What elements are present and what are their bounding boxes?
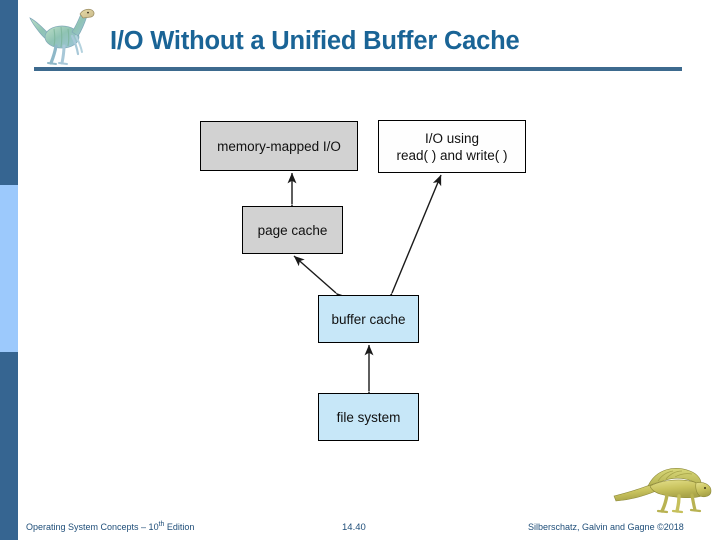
- footer-copyright: Silberschatz, Galvin and Gagne ©2018: [528, 522, 684, 532]
- diagram-box-page-cache: page cache: [242, 206, 343, 254]
- footer-edition-prefix: Operating System Concepts – 10: [26, 522, 159, 532]
- connector-buffercache-readwrite: [383, 174, 442, 305]
- page-title: I/O Without a Unified Buffer Cache: [110, 27, 520, 55]
- dimetrodon-logo: [612, 462, 716, 520]
- diagram-box-io-read-write: I/O using read( ) and write( ): [378, 120, 526, 173]
- footer-edition-suffix: Edition: [164, 522, 195, 532]
- footer-slide-number: 14.40: [342, 522, 366, 533]
- io-read-write-line1: I/O using: [424, 130, 479, 146]
- sidebar-band-bottom: [0, 352, 18, 540]
- footer-edition-text: Operating System Concepts – 10th Edition: [26, 521, 195, 532]
- connector-buffercache-pagecache: [293, 255, 347, 304]
- footer-edition-ordinal: th: [158, 521, 165, 528]
- sidebar-band-middle: [0, 185, 18, 352]
- sidebar-band-top: [0, 0, 18, 185]
- sidebar: [0, 0, 18, 540]
- diagram-box-file-system: file system: [318, 393, 419, 441]
- io-read-write-line2: read( ) and write( ): [396, 147, 508, 163]
- dinosaur-logo: [26, 4, 100, 70]
- title-underline-rule: [34, 67, 682, 71]
- diagram-box-buffer-cache: buffer cache: [318, 295, 419, 343]
- diagram-box-memory-mapped-io: memory-mapped I/O: [200, 121, 358, 171]
